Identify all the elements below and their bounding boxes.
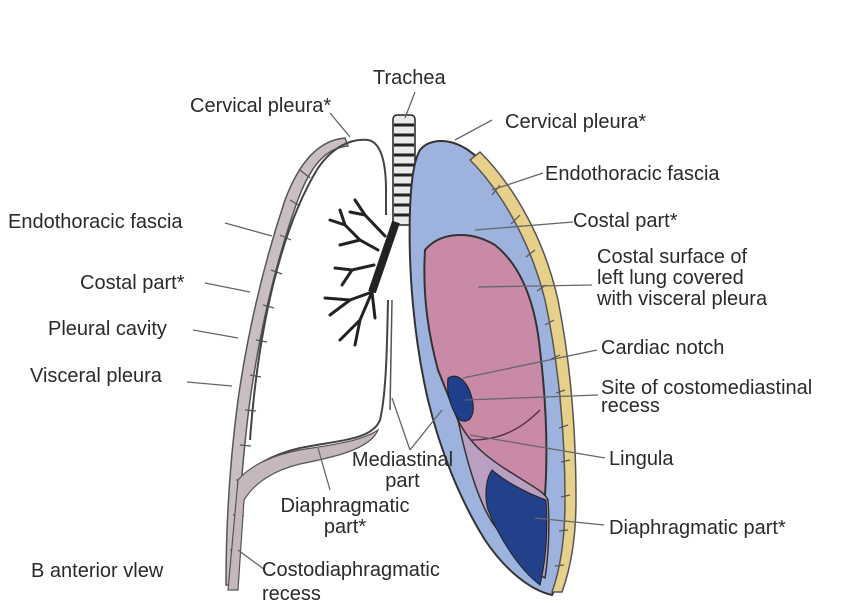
costomediastinal-recess-area: [447, 375, 474, 422]
trachea-graphic: [368, 114, 416, 294]
fissure-line: [469, 409, 541, 441]
label-mediastinal-part: Mediastinal part: [345, 450, 460, 492]
right-pleural-sac: [225, 137, 393, 591]
label-cervical-pleura-right: Cervical pleura*: [190, 95, 332, 117]
parietal-pleura-line: [249, 138, 387, 441]
label-trachea: Trachea: [373, 67, 446, 89]
label-cardiac-notch: Cardiac notch: [601, 337, 725, 359]
diaphragmatic-recess-area: [485, 469, 548, 586]
label-costodiaphragmatic-line1: Costodiaphragmatic: [262, 559, 440, 581]
label-costomediastinal-line2: recess: [601, 395, 660, 415]
label-pleural-cavity: Pleural cavity: [48, 318, 167, 340]
leader-lines: [186, 91, 606, 571]
label-costodiaphragmatic-line2: recess: [262, 583, 321, 605]
label-costal-surface-line3: with visceral pleura: [597, 288, 768, 310]
label-diaphragmatic-part-right-line2: part*: [323, 516, 367, 538]
label-costal-surface-line2: left lung covered: [597, 267, 744, 289]
label-costodiaphragmatic: Costodiaphragmatic recess: [262, 558, 440, 606]
label-mediastinal-part-line2: part: [385, 470, 420, 492]
label-diaphragmatic-part-left: Diaphragmatic part*: [609, 517, 786, 539]
label-cervical-pleura-left: Cervical pleura*: [505, 111, 647, 133]
label-costal-part-right: Costal part*: [80, 272, 185, 294]
label-costal-part-left: Costal part*: [573, 210, 678, 232]
label-lingula: Lingula: [609, 448, 674, 470]
costodiaphragmatic-recess-area: [227, 428, 380, 591]
label-view-caption: B anterior vlew: [31, 560, 164, 582]
label-mediastinal-part-line1: Mediastinal: [351, 449, 454, 471]
label-costal-surface-line1: Costal surface of: [597, 246, 748, 268]
label-costomediastinal: Site of costomediastinal recess: [601, 379, 842, 415]
bronchial-tree: [323, 198, 387, 347]
label-costomediastinal-line1: Site of costomediastinal: [601, 379, 813, 399]
label-endothoracic-fascia-left: Endothoracic fascia: [545, 163, 720, 185]
mediastinal-inner-line: [389, 299, 393, 411]
label-endothoracic-fascia-right: Endothoracic fascia: [8, 211, 183, 233]
label-costal-surface: Costal surface of left lung covered with…: [597, 247, 767, 310]
label-diaphragmatic-part-right-line1: Diaphragmatic: [280, 495, 410, 517]
rib-segments-left: [491, 184, 571, 567]
endothoracic-fascia-strip: [468, 150, 577, 593]
left-lung-group: [408, 140, 577, 597]
label-diaphragmatic-part-right: Diaphragmatic part*: [265, 496, 425, 538]
label-visceral-pleura: Visceral pleura: [30, 365, 162, 387]
